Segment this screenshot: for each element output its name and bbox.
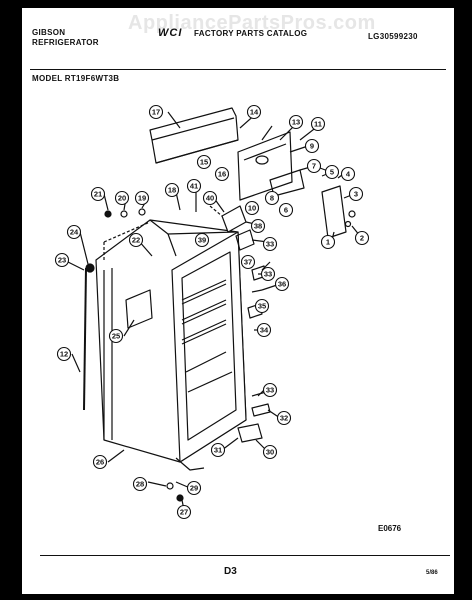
callout-30-bubble [262, 444, 278, 460]
callout-23-bubble [54, 252, 70, 268]
model-label: MODEL RT19F6WT3B [32, 74, 120, 83]
callout-27: 27 [180, 508, 188, 517]
callout-26: 26 [96, 458, 104, 467]
callout-41: 41 [190, 182, 198, 191]
callout-26-bubble [92, 454, 108, 470]
callout-33-bubble [260, 266, 276, 282]
callout-16: 16 [218, 170, 226, 179]
callout-37-bubble [240, 254, 256, 270]
callout-15-bubble [196, 154, 212, 170]
callout-15: 15 [200, 158, 208, 167]
callout-29: 29 [190, 484, 198, 493]
callout-28: 28 [136, 480, 144, 489]
callout-29-bubble [186, 480, 202, 496]
callout-32-bubble [276, 410, 292, 426]
callout-28-bubble [132, 476, 148, 492]
callout-10: 10 [248, 204, 256, 213]
catalog-title: FACTORY PARTS CATALOG [194, 29, 308, 38]
callout-40-bubble [202, 190, 218, 206]
callout-31: 31 [214, 446, 222, 455]
callout-2: 2 [360, 234, 364, 243]
callout-5-bubble [324, 164, 340, 180]
brand-line-2: REFRIGERATOR [32, 38, 99, 47]
callout-31-bubble [210, 442, 226, 458]
callout-37: 37 [244, 258, 252, 267]
callout-33: 33 [266, 240, 274, 249]
callout-1: 1 [326, 238, 330, 247]
callout-39-bubble [194, 232, 210, 248]
callout-5: 5 [330, 168, 334, 177]
callout-6-bubble [278, 202, 294, 218]
callout-12-bubble [56, 346, 72, 362]
callout-14: 14 [250, 108, 259, 117]
callout-7: 7 [312, 162, 316, 171]
callout-8: 8 [270, 194, 274, 203]
callout-34: 34 [260, 326, 269, 335]
header-rule [30, 69, 446, 71]
callout-41-bubble [186, 178, 202, 194]
callout-4-bubble [340, 166, 356, 182]
callout-24: 24 [70, 228, 79, 237]
callout-19: 19 [138, 194, 146, 203]
callout-14-bubble [246, 104, 262, 120]
catalog-code: LG30599230 [368, 32, 418, 41]
callout-22-bubble [128, 232, 144, 248]
callout-30: 30 [266, 448, 274, 457]
callout-4: 4 [346, 170, 351, 179]
callout-19-bubble [134, 190, 150, 206]
callout-18-bubble [164, 182, 180, 198]
callout-11: 11 [314, 120, 322, 129]
callout-38-bubble [250, 218, 266, 234]
callout-6: 6 [284, 206, 288, 215]
callout-23: 23 [58, 256, 66, 265]
callout-36-bubble [274, 276, 290, 292]
callout-35-bubble [254, 298, 270, 314]
wci-logo: WCI [158, 27, 183, 39]
callout-24-bubble [66, 224, 82, 240]
callout-32: 32 [280, 414, 288, 423]
callout-11-bubble [310, 116, 326, 132]
callout-25: 25 [112, 332, 120, 341]
page-number: D3 [224, 566, 237, 577]
callout-13: 13 [292, 118, 300, 127]
drawing-code: E0676 [378, 524, 402, 533]
callout-27-bubble [176, 504, 192, 520]
callout-33: 33 [264, 270, 272, 279]
callout-36: 36 [278, 280, 286, 289]
callout-3: 3 [354, 190, 358, 199]
callout-35: 35 [258, 302, 266, 311]
callout-2-bubble [354, 230, 370, 246]
callout-34-bubble [256, 322, 272, 338]
callout-8-bubble [264, 190, 280, 206]
callout-17-bubble [148, 104, 164, 120]
watermark: AppliancePartsPros.com [128, 12, 376, 34]
callout-3-bubble [348, 186, 364, 202]
callout-22: 22 [132, 236, 140, 245]
revision-date: 5/86 [426, 570, 438, 576]
brand-line-1: GIBSON [32, 28, 66, 37]
callout-9: 9 [310, 142, 314, 151]
callout-7-bubble [306, 158, 322, 174]
callout-13-bubble [288, 114, 304, 130]
callout-33-bubble [262, 382, 278, 398]
callout-10-bubble [244, 200, 260, 216]
callout-20-bubble [114, 190, 130, 206]
callout-17: 17 [152, 108, 160, 117]
callout-25-bubble [108, 328, 124, 344]
footer-rule [40, 555, 450, 557]
callout-21: 21 [94, 190, 102, 199]
callout-9-bubble [304, 138, 320, 154]
callout-33: 33 [266, 386, 274, 395]
callout-1-bubble [320, 234, 336, 250]
callout-20: 20 [118, 194, 126, 203]
callout-33-bubble [262, 236, 278, 252]
callout-38: 38 [254, 222, 262, 231]
callout-21-bubble [90, 186, 106, 202]
callout-12: 12 [60, 350, 68, 359]
callout-18: 18 [168, 186, 176, 195]
callout-39: 39 [198, 236, 206, 245]
callout-40: 40 [206, 194, 214, 203]
callout-16-bubble [214, 166, 230, 182]
